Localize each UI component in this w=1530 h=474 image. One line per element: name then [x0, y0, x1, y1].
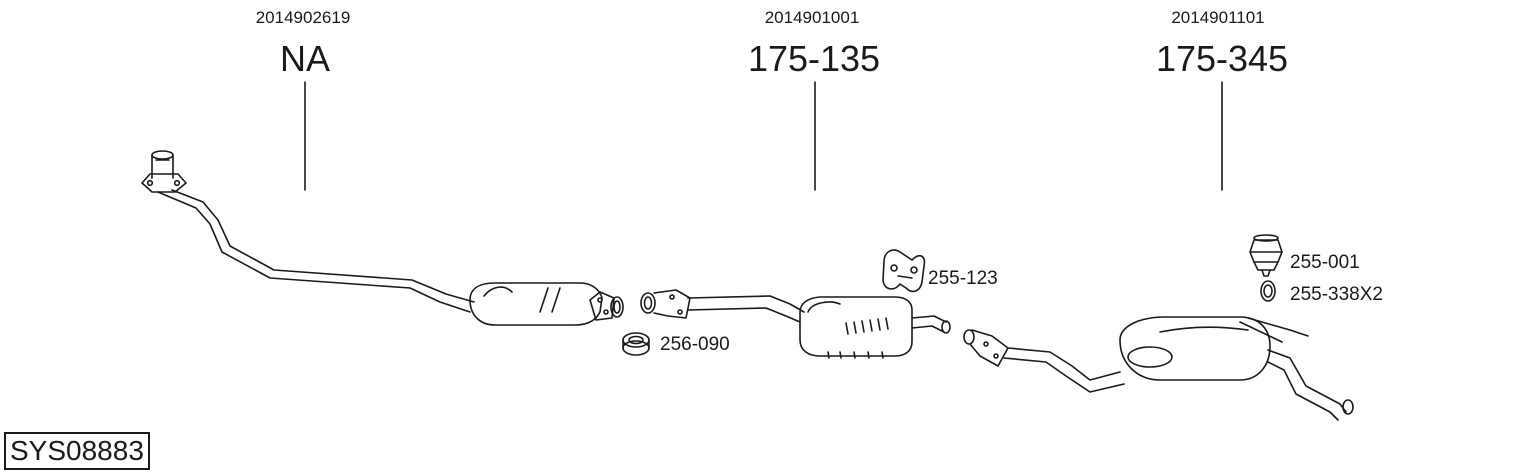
accessory-label-hanger[interactable]: 255-123	[928, 268, 998, 289]
accessory-label-rubber-mount[interactable]: 255-001	[1290, 252, 1360, 273]
accessory-label-gasket[interactable]: 256-090	[660, 334, 730, 355]
part-number-rear[interactable]: 175-345	[1155, 38, 1289, 79]
o-ring-icon[interactable]	[1260, 280, 1276, 302]
rear-muffler-assembly[interactable]	[963, 316, 1354, 421]
system-code-box: SYS08883	[4, 432, 150, 470]
middle-muffler-assembly[interactable]	[640, 289, 951, 359]
part-number-middle[interactable]: 175-135	[747, 38, 881, 79]
front-pipe-assembly[interactable]	[141, 150, 624, 326]
oe-number-front: 2014902619	[255, 8, 351, 27]
oe-number-middle: 2014901001	[764, 8, 860, 27]
hanger-bracket-icon[interactable]	[882, 249, 926, 293]
rubber-mount-icon[interactable]	[1249, 234, 1283, 277]
gasket-ring-icon[interactable]	[622, 332, 650, 356]
part-number-front[interactable]: NA	[279, 38, 331, 79]
accessory-label-ring[interactable]: 255-338X2	[1290, 284, 1383, 305]
oe-number-rear: 2014901101	[1171, 8, 1265, 27]
